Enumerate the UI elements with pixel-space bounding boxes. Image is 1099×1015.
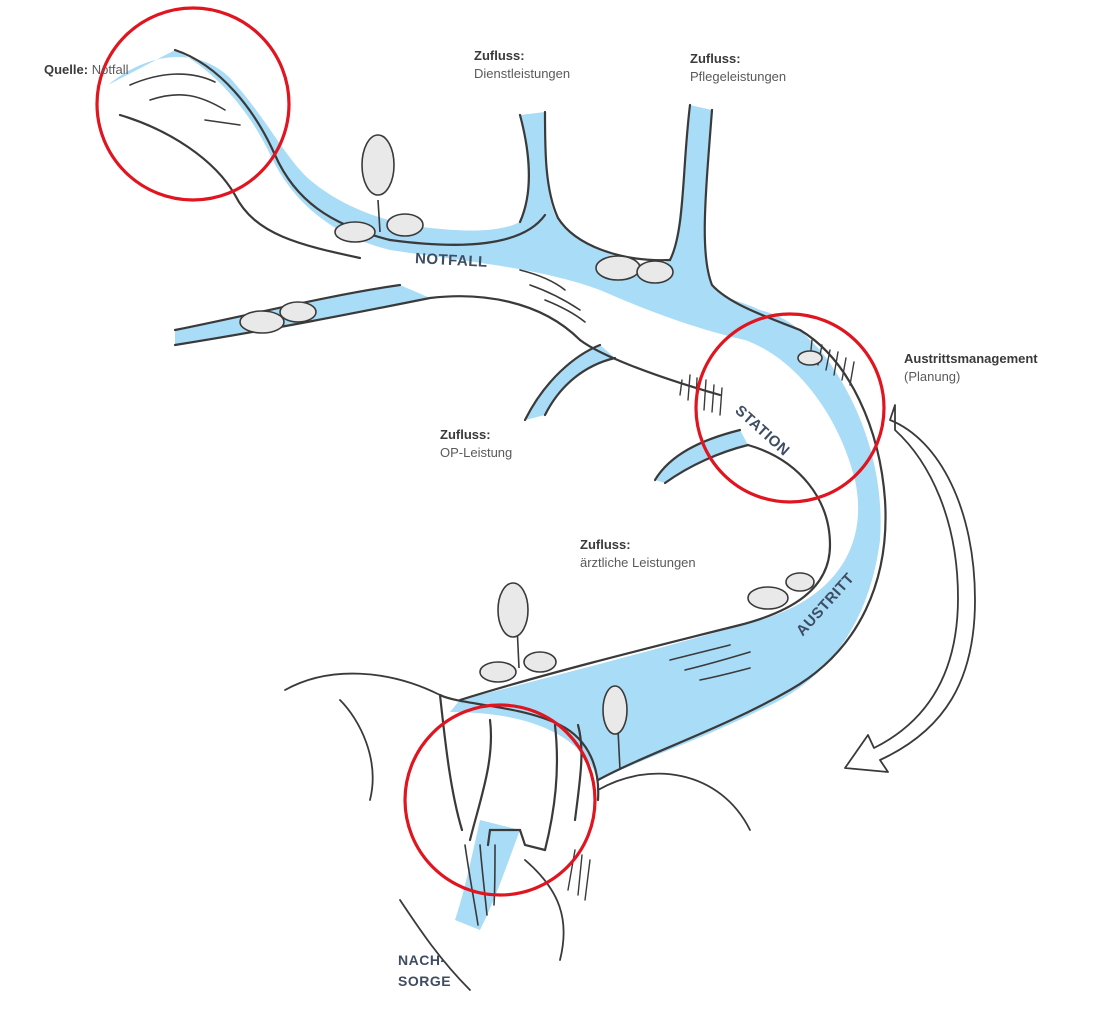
river-label-nachsorge-1: NACH- bbox=[398, 952, 446, 968]
label-austritt-key: Austrittsmanagement bbox=[904, 351, 1038, 366]
label-zufluss-aerztlich-value: ärztliche Leistungen bbox=[580, 555, 696, 570]
label-austritt-value: (Planung) bbox=[904, 369, 960, 384]
label-zufluss-dienst-value: Dienstleistungen bbox=[474, 66, 570, 81]
label-zufluss-aerztlich-key: Zufluss: bbox=[580, 537, 631, 552]
label-zufluss-op-value: OP-Leistung bbox=[440, 445, 512, 460]
water-marks bbox=[130, 74, 750, 925]
river-main bbox=[108, 50, 881, 930]
label-quelle-value: Notfall bbox=[92, 62, 129, 77]
label-zufluss-aerztlich: Zufluss: ärztliche Leistungen bbox=[580, 536, 696, 572]
highlight-circle-source bbox=[97, 8, 289, 200]
label-zufluss-pflege-key: Zufluss: bbox=[690, 51, 741, 66]
label-zufluss-dienstleistungen: Zufluss: Dienstleistungen bbox=[474, 47, 570, 83]
label-zufluss-op: Zufluss: OP-Leistung bbox=[440, 426, 512, 462]
label-austrittsmanagement: Austrittsmanagement (Planung) bbox=[904, 350, 1038, 386]
label-zufluss-dienst-key: Zufluss: bbox=[474, 48, 525, 63]
label-quelle: Quelle: Notfall bbox=[44, 61, 129, 79]
river-label-nachsorge-2: SORGE bbox=[398, 973, 451, 989]
label-zufluss-pflege-value: Pflegeleistungen bbox=[690, 69, 786, 84]
label-quelle-key: Quelle: bbox=[44, 62, 88, 77]
label-zufluss-op-key: Zufluss: bbox=[440, 427, 491, 442]
label-zufluss-pflegeleistungen: Zufluss: Pflegeleistungen bbox=[690, 50, 786, 86]
